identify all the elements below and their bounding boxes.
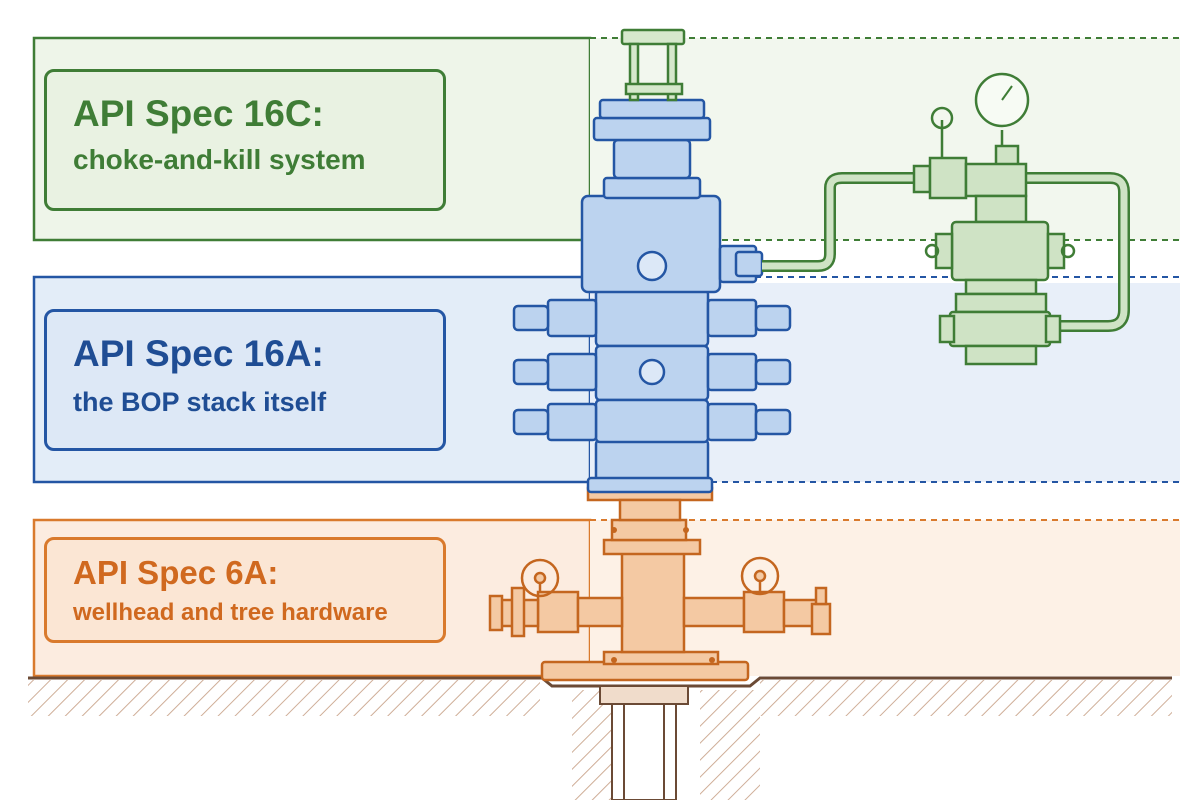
manifold-valve-icon <box>924 194 1076 366</box>
handwheel-icon <box>520 558 560 598</box>
bop-stack <box>512 98 792 494</box>
handwheel-icon <box>924 243 940 259</box>
handwheel-icon <box>930 106 954 130</box>
label-box-6a: API Spec 6A: wellhead and tree hardware <box>44 537 446 643</box>
zone-title-6a: API Spec 6A: <box>73 554 279 591</box>
annular-preventer-icon <box>580 98 722 294</box>
choke-kill-system <box>762 72 1130 366</box>
label-box-16c: API Spec 16C: choke-and-kill system <box>44 69 446 211</box>
handwheel-icon <box>1060 243 1076 259</box>
zone-subtitle-6a: wellhead and tree hardware <box>73 599 388 626</box>
gate-valve-icon <box>742 590 786 634</box>
zone-title-16a: API Spec 16A: <box>73 333 324 374</box>
wellhead-assembly <box>488 486 832 682</box>
handwheel-icon <box>740 556 780 596</box>
ground <box>28 676 1172 800</box>
ram-preventer-icon <box>512 398 792 444</box>
wellhead-spool-icon <box>620 538 686 654</box>
zone-subtitle-16c: choke-and-kill system <box>73 144 366 175</box>
bop-top-frame <box>620 28 686 102</box>
zone-title-16c: API Spec 16C: <box>73 93 324 134</box>
well-casing <box>599 685 689 800</box>
ram-preventer-icon <box>512 288 792 348</box>
label-box-16a: API Spec 16A: the BOP stack itself <box>44 309 446 451</box>
zone-subtitle-16a: the BOP stack itself <box>73 387 327 417</box>
gate-valve-icon <box>536 590 580 634</box>
